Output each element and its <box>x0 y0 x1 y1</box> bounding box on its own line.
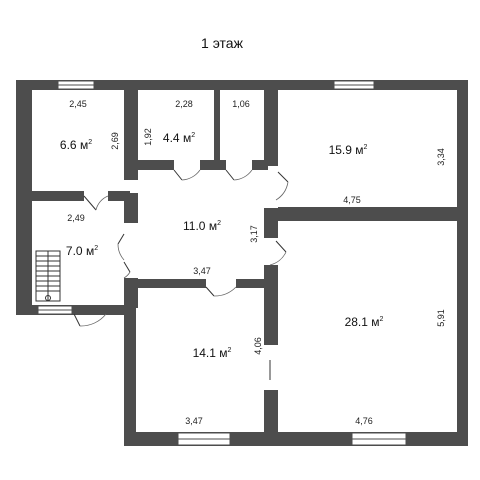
windows <box>37 80 407 446</box>
door-living-upper <box>275 171 289 201</box>
wall-v-214 <box>214 90 220 163</box>
dim-label: 2,49 <box>67 213 85 223</box>
dim-label: 2,28 <box>175 99 193 109</box>
wall-h-207 <box>278 207 457 221</box>
room-labels: 6.6 м2 4.4 м2 15.9 м2 7.0 м2 11.0 м2 28.… <box>60 131 384 360</box>
door-hall-left-lower <box>123 261 131 279</box>
wall-v-264-bottom <box>264 390 278 435</box>
room-area-r3: 15.9 м2 <box>329 143 368 157</box>
door-storage-b <box>225 169 253 181</box>
wall-h-160-a <box>136 160 174 170</box>
dimension-labels: 2,45 2,69 2,28 1,92 1,06 3,34 4,75 2,49 … <box>67 99 446 426</box>
door-bedroom <box>205 286 237 297</box>
outer-wall-bottom <box>124 432 468 446</box>
room-area-r2: 4.4 м2 <box>163 131 195 145</box>
room-area-r7: 14.1 м2 <box>193 346 232 360</box>
wall-h-160-c <box>252 160 268 170</box>
dim-label: 1,06 <box>232 99 250 109</box>
room-area-r6: 28.1 м2 <box>345 315 384 329</box>
dim-label: 3,47 <box>193 266 211 276</box>
outer-wall-top <box>16 80 468 90</box>
dim-label: 1,92 <box>143 128 153 146</box>
window-bottom-middle <box>177 432 231 446</box>
room-area-r1: 6.6 м2 <box>60 138 92 152</box>
door-entrance <box>73 313 107 327</box>
dim-label: 2,45 <box>69 99 87 109</box>
walls <box>16 80 468 446</box>
dim-label: 2,69 <box>110 132 120 150</box>
dim-label: 4,06 <box>253 337 263 355</box>
outer-wall-left-lower <box>124 300 136 446</box>
wall-h-191-left <box>32 191 84 201</box>
wall-v-264-top <box>264 90 278 166</box>
wall-v-124-low <box>124 278 138 308</box>
wall-h-160-b <box>200 160 226 170</box>
dim-label: 4,75 <box>343 195 361 205</box>
staircase <box>35 250 61 302</box>
outer-wall-left <box>16 80 32 315</box>
room-area-r4: 7.0 м2 <box>66 244 98 258</box>
dim-label: 5,91 <box>436 309 446 327</box>
outer-wall-right <box>457 80 468 446</box>
dim-label: 3,47 <box>185 416 203 426</box>
window-top-right <box>333 80 375 90</box>
door-bathroom <box>83 195 109 211</box>
doors <box>73 169 289 380</box>
room-area-r5: 11.0 м2 <box>183 219 221 233</box>
wall-v-264-low <box>264 265 278 345</box>
dim-label: 3,34 <box>436 148 446 166</box>
window-bottom-right <box>351 432 407 446</box>
wall-h-279-a <box>136 279 206 288</box>
window-bottom-left <box>37 305 73 315</box>
floor-title: 1 этаж <box>201 35 244 51</box>
dim-label: 4,76 <box>355 416 373 426</box>
door-storage-a <box>173 169 201 181</box>
dim-label: 3,17 <box>249 225 259 243</box>
door-hall-left <box>117 233 125 261</box>
wall-v-124-top <box>124 90 138 180</box>
door-living-lower <box>269 240 287 266</box>
window-top-left <box>57 80 95 90</box>
wall-v-264-mid <box>264 208 278 238</box>
wall-h-191-right <box>108 191 130 201</box>
wall-h-279-b <box>236 279 268 288</box>
